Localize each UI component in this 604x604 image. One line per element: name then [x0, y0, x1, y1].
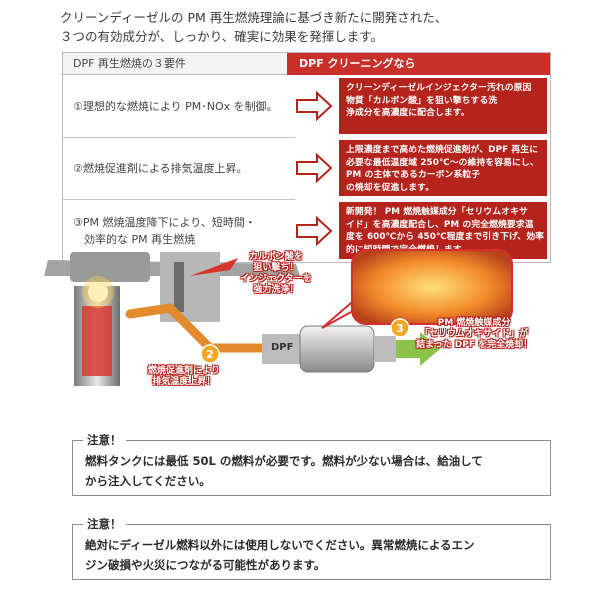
intro-line-1: クリーンディーゼルの PM 再生燃焼理論に基づき新たに開発された、 — [60, 10, 448, 25]
glow-plug — [88, 282, 108, 302]
combustion-inset — [351, 249, 513, 325]
badge-2 — [200, 344, 220, 364]
notice-diesel-only: 注意！ 絶対にディーゼル燃料以外には使用しないでください。異常燃焼によるエン ジ… — [72, 515, 551, 580]
arrow-right-icon — [296, 153, 333, 183]
solution-cell: 上限濃度まで高めた燃焼促進剤が、DPF 再生に 必要な最低温度域 250℃～の維… — [339, 140, 547, 196]
notice-fuel-amount: 注意！ 燃料タンクには最低 50L の燃料が必要です。燃料が少ない場合は、給油し… — [72, 431, 551, 496]
intro-line-2: ３つの有効成分が、しっかり、確実に効果を発揮します。 — [60, 29, 384, 44]
arrow-right-icon — [296, 91, 333, 121]
header-left: DPF 再生燃焼の３要件 — [63, 53, 287, 75]
caption-injector: カルボン酸を 狙い撃ち！ インジェクターを 強力洗浄！ — [240, 252, 312, 295]
caption-cerium: PM 燃焼触媒成分 「セリウムオキサイド」が 詰まった DPF を完全焼却！ — [416, 318, 533, 350]
exhaust-pipe — [125, 303, 267, 353]
svg-text:3: 3 — [396, 322, 404, 335]
requirement-cell: ③PM 燃焼温度降下により、短時間・ 効率的な PM 再生燃焼 — [63, 199, 295, 262]
caption-exhaust-temp: 燃焼促進剤により 排気温度上昇！ — [148, 366, 220, 387]
notice-title: 注意！ — [83, 515, 126, 533]
badge-3 — [390, 318, 410, 338]
dpf-body — [299, 325, 375, 373]
solution-cell: クリーンディーゼルインジェクター汚れの原因 物質「カルボン酸」を狙い撃ちする洗 … — [339, 78, 547, 134]
injector — [174, 262, 184, 312]
table-header: DPF 再生燃焼の３要件 DPF クリーニングなら — [63, 53, 550, 75]
notice-title: 注意！ — [83, 431, 126, 449]
cam-cover — [70, 252, 150, 282]
svg-text:2: 2 — [206, 348, 214, 361]
table-row: ②燃焼促進剤による排気温度上昇。 上限濃度まで高めた燃焼促進剤が、DPF 再生に… — [63, 137, 550, 199]
piston-rod — [82, 306, 112, 376]
arrow-right-icon — [296, 215, 333, 246]
requirement-cell: ①理想的な燃焼により PM･NOx を制御。 — [73, 99, 278, 113]
intro-text: クリーンディーゼルの PM 再生燃焼理論に基づき新たに開発された、 ３つの有効成… — [60, 8, 580, 46]
requirements-table: DPF 再生燃焼の３要件 DPF クリーニングなら ①理想的な燃焼により PM･… — [62, 52, 551, 263]
dpf-label: DPF — [271, 342, 294, 353]
table-row: ①理想的な燃焼により PM･NOx を制御。 クリーンディーゼルインジェクター汚… — [63, 75, 550, 137]
header-right: DPF クリーニングなら — [287, 53, 550, 75]
requirement-cell: ②燃焼促進剤による排気温度上昇。 — [63, 137, 295, 199]
engine-illustration: 2 3 — [44, 249, 513, 386]
arrow-green-icon — [396, 332, 440, 366]
